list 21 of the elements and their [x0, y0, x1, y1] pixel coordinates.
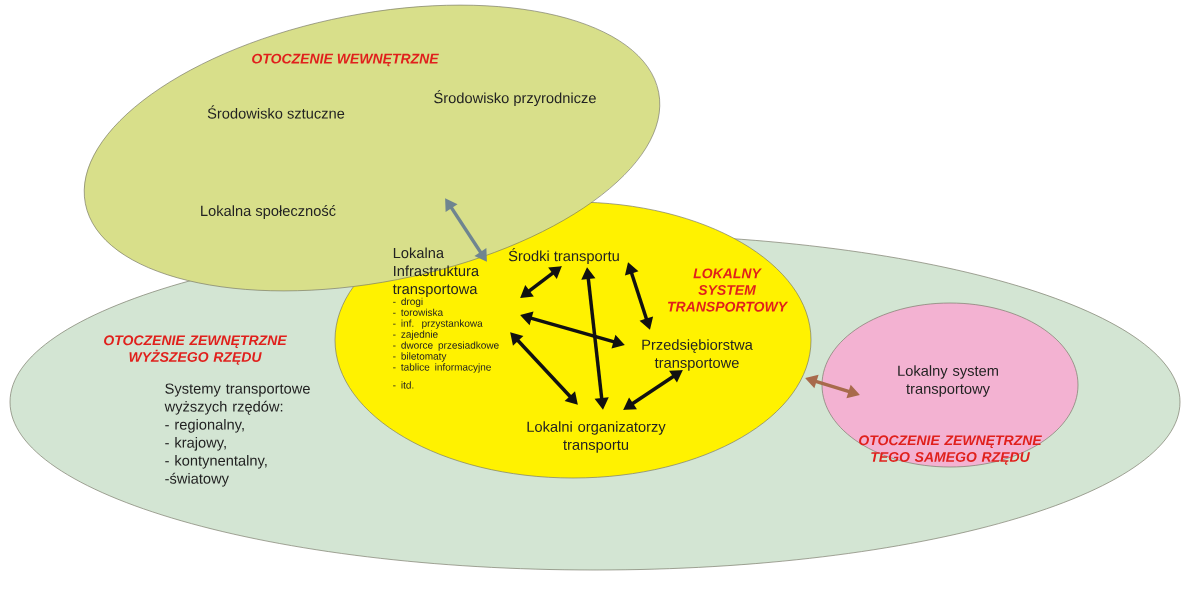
heading-text: OTOCZENIE ZEWNĘTRZNE TEGO SAMEGO RZĘDU — [859, 435, 1042, 465]
label-text: Środowisko przyrodnicze — [434, 89, 596, 107]
text-label: Lokalna Infrastruktura transportowa - drogi - torowiska - inf. przystankowa - zajednie - dworce przesiadkowe - biletomaty - tablice informacyjne - itd. — [392, 247, 499, 389]
label-text: Lokalni organizatorzy transportu — [527, 421, 666, 453]
arrow — [520, 266, 562, 298]
arrow — [510, 332, 578, 405]
label-text: Lokalna Infrastruktura transportowa — [392, 247, 480, 298]
node-label: - regionalny, — [165, 418, 244, 433]
heading-text: LOKALNY SYSTEM TRANSPORTOWY — [668, 268, 789, 312]
label-text: Lokalna społeczność — [201, 205, 336, 219]
node-label: - krajowy, — [165, 436, 226, 451]
label-text: Środowisko sztuczne — [207, 105, 345, 119]
node-label: -światowy — [165, 472, 229, 487]
bullet-list: Systemy transportowe wyższych rzędów: - regionalny, - krajowy, - kontynentalny, -światowy — [164, 383, 310, 487]
label-text: Środki transportu — [508, 247, 619, 265]
heading-text: OTOCZENIE WEWNĘTRZNE — [252, 53, 439, 67]
heading-text: OTOCZENIE ZEWNĘTRZNE WYŻSZEGO RZĘDU — [104, 335, 287, 365]
node-label: - kontynentalny, — [165, 454, 267, 469]
label-text: Lokalny system transportowy — [898, 365, 998, 397]
node-label: Systemy transportowe wyższych rzędów: — [164, 383, 310, 415]
label-text: Przedsiębiorstwa transportowe — [642, 339, 753, 371]
